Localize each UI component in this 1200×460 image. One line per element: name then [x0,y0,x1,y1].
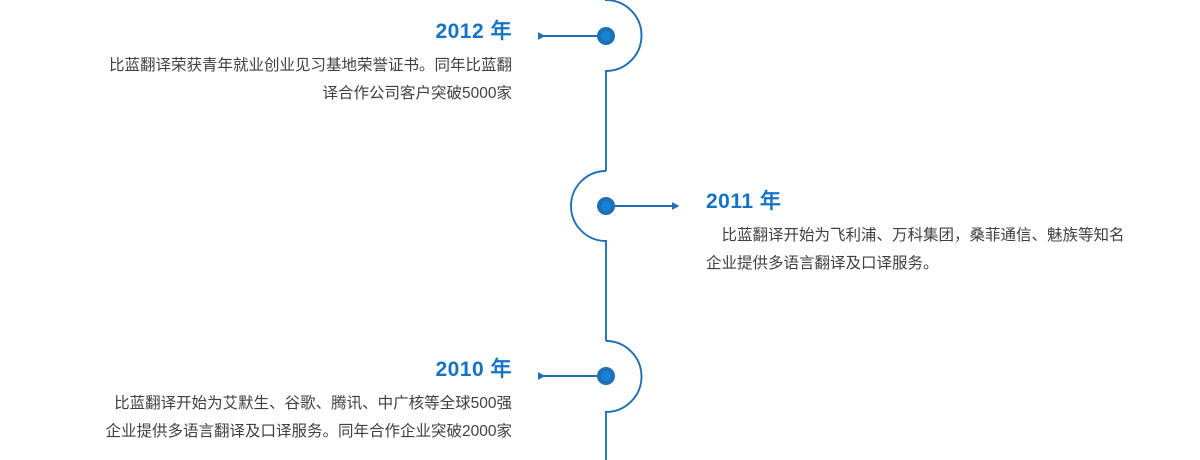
description-2010: 比蓝翻译开始为艾默生、谷歌、腾讯、中广核等全球500强 企业提供多语言翻译及口译… [20,390,512,446]
year-label-2012: 2012 年 [435,20,512,43]
description-line: 企业提供多语言翻译及口译服务。同年合作企业突破2000家 [105,423,512,441]
description-line: 比蓝翻译开始为飞利浦、万科集团，桑菲通信、魅族等知名 [706,227,1125,245]
spine-segment-2011 [570,170,607,341]
description-line: 比蓝翻译荣获青年就业创业见习基地荣誉证书。同年比蓝翻 [108,57,512,75]
spine-segment-2012 [605,0,643,171]
timeline-entry-2012[interactable]: 2012 年 比蓝翻译荣获青年就业创业见习基地荣誉证书。同年比蓝翻 译合作公司客… [20,20,512,108]
description-line: 比蓝翻译开始为艾默生、谷歌、腾讯、中广核等全球500强 [114,395,512,413]
timeline-entry-2011[interactable]: 2011 年 比蓝翻译开始为飞利浦、万科集团，桑菲通信、魅族等知名 企业提供多语… [706,190,1196,278]
year-label-2010: 2010 年 [435,358,512,381]
description-line: 译合作公司客户突破5000家 [322,85,512,103]
description-line: 企业提供多语言翻译及口译服务。 [706,255,939,273]
spine-segment-2010 [605,340,643,460]
timeline-entry-2010[interactable]: 2010 年 比蓝翻译开始为艾默生、谷歌、腾讯、中广核等全球500强 企业提供多… [20,358,512,446]
description-2011: 比蓝翻译开始为飞利浦、万科集团，桑菲通信、魅族等知名 企业提供多语言翻译及口译服… [706,222,1196,278]
year-label-2011: 2011 年 [706,190,782,213]
timeline-node-dot-2010[interactable] [597,367,615,385]
description-2012: 比蓝翻译荣获青年就业创业见习基地荣誉证书。同年比蓝翻 译合作公司客户突破5000… [20,52,512,108]
timeline-node-dot-2011[interactable] [597,197,615,215]
timeline-node-dot-2012[interactable] [597,27,615,45]
